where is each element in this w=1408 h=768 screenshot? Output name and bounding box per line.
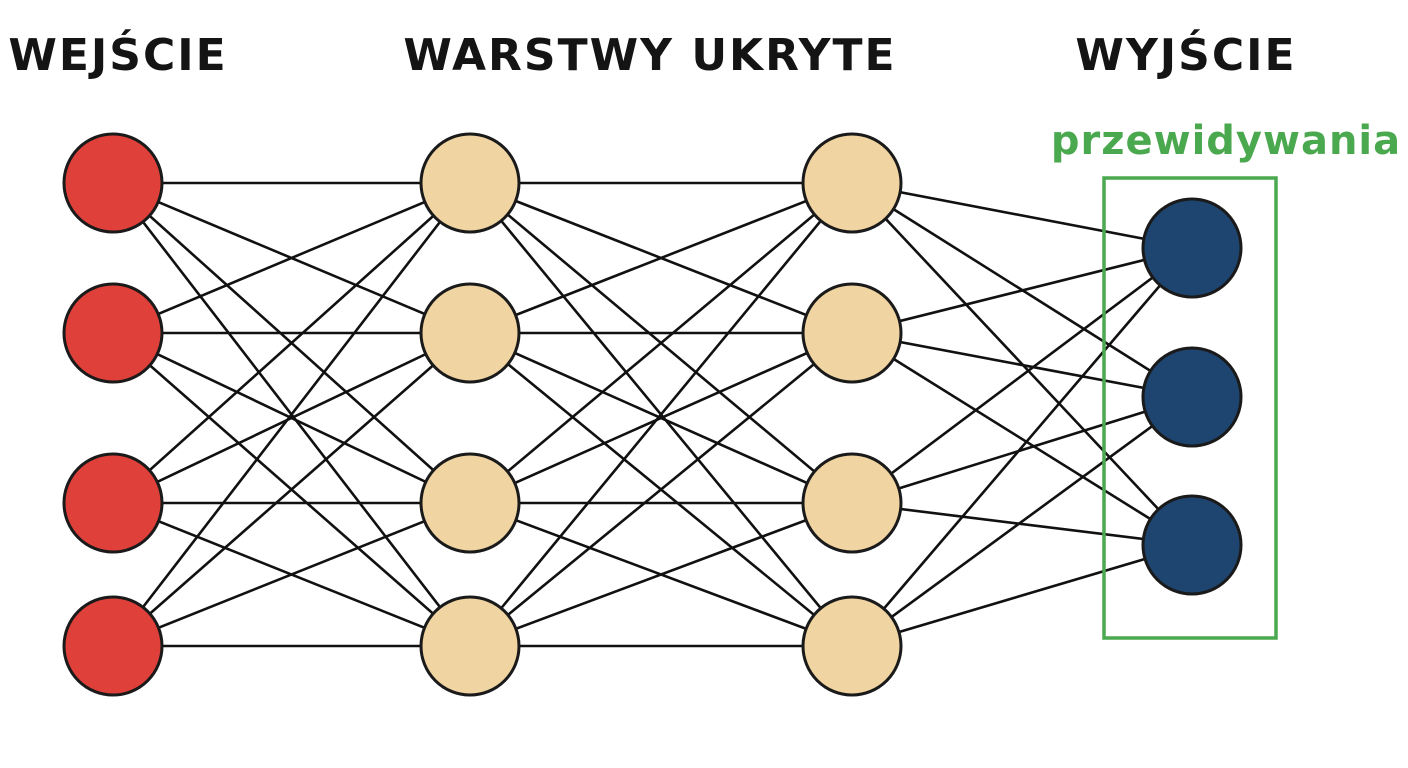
connection-l1-4-2: [111, 331, 472, 648]
connection-l3-3-1: [850, 246, 1194, 505]
connections: [111, 181, 1194, 648]
predictions-highlight-box: [1102, 176, 1278, 640]
connection-l3-4-3: [850, 543, 1194, 648]
hidden1-node-2: [419, 282, 521, 384]
output-node-3: [1141, 494, 1243, 596]
hidden1-node-3: [419, 452, 521, 554]
connection-l2-4-3: [468, 501, 854, 648]
connection-l1-2-1: [111, 181, 472, 335]
input-layer-title: WEJŚCIE: [8, 28, 227, 81]
input-node-3: [62, 452, 164, 554]
hidden2-node-4: [801, 595, 903, 697]
connection-l1-3-2: [111, 331, 472, 505]
neurons: [62, 132, 1243, 697]
connection-l3-4-1: [850, 246, 1194, 648]
connection-l1-4-1: [111, 181, 472, 648]
connection-l3-4-2: [850, 395, 1194, 648]
connection-l2-2-1: [468, 181, 854, 335]
connection-l3-1-1: [850, 181, 1194, 250]
connection-l2-3-1: [468, 181, 854, 505]
connection-l3-2-3: [850, 331, 1194, 547]
hidden2-node-3: [801, 452, 903, 554]
output-node-1: [1141, 197, 1243, 299]
output-node-2: [1141, 346, 1243, 448]
output-layer-title: WYJŚCIE: [1075, 28, 1296, 81]
input-node-1: [62, 132, 164, 234]
input-node-2: [62, 282, 164, 384]
input-node-4: [62, 595, 164, 697]
connection-l2-4-1: [468, 181, 854, 648]
connection-l3-2-1: [850, 246, 1194, 335]
hidden1-node-4: [419, 595, 521, 697]
connection-l3-2-2: [850, 331, 1194, 399]
connection-l1-4-3: [111, 501, 472, 648]
hidden2-node-1: [801, 132, 903, 234]
connection-l3-3-2: [850, 395, 1194, 505]
hidden1-node-1: [419, 132, 521, 234]
connection-l2-3-2: [468, 331, 854, 505]
hidden-layers-title: WARSTWY UKRYTE: [403, 30, 896, 81]
predictions-label: przewidywania: [1051, 118, 1401, 164]
connection-l1-3-1: [111, 181, 472, 505]
connection-l2-4-2: [468, 331, 854, 648]
hidden2-node-2: [801, 282, 903, 384]
connection-l3-3-3: [850, 501, 1194, 547]
